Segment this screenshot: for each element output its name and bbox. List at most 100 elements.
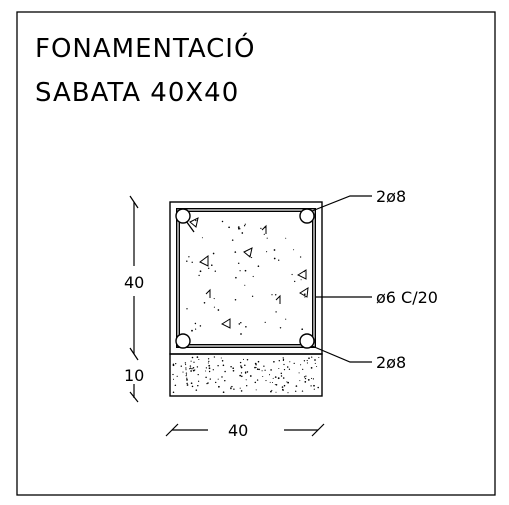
hatch-dot: [266, 237, 268, 239]
hatch-dot: [272, 377, 274, 379]
hatch-dot: [239, 270, 241, 272]
hatch-dot: [212, 252, 215, 255]
hatch-dot: [301, 328, 304, 331]
hatch-dot: [190, 370, 192, 372]
rebar-bottom-left: [175, 333, 191, 349]
hatch-dot: [294, 280, 296, 283]
hatch-dot: [308, 357, 310, 360]
hatch-dot: [282, 358, 285, 361]
hatch-dot: [299, 380, 301, 382]
hatch-dot: [213, 306, 215, 308]
hatch-dot: [285, 318, 287, 320]
hatch-dot: [318, 356, 320, 359]
hatch-dot: [217, 378, 219, 380]
hatch-dot: [175, 362, 177, 365]
stirrup-rebar-inner: [177, 209, 315, 347]
hatch-dot: [282, 388, 284, 391]
hatch-dot: [246, 385, 248, 387]
hatch-dot: [197, 384, 199, 387]
hatch-dot: [273, 360, 275, 363]
hatch-dot: [191, 368, 193, 370]
hatch-dot: [185, 369, 187, 371]
hatch-dot: [174, 384, 176, 387]
hatch-dot: [197, 373, 199, 376]
hatch-dot: [256, 379, 259, 381]
hatch-dot: [263, 233, 265, 235]
hatch-dot: [304, 377, 307, 380]
hatch-dot: [186, 260, 188, 262]
hatch-dot: [275, 311, 277, 313]
hatch-dot: [258, 368, 260, 371]
rebar-top-left: [175, 208, 191, 224]
hatch-dot: [264, 369, 266, 371]
hatch-dot: [237, 226, 240, 228]
hatch-dot: [207, 382, 209, 384]
hatch-dot: [232, 367, 235, 370]
hatch-dot: [193, 361, 195, 363]
hatch-dot: [268, 374, 271, 376]
hatch-dot: [304, 296, 306, 298]
hatch-dot: [195, 219, 197, 222]
hatch-dot: [298, 372, 300, 374]
hatch-dot: [282, 359, 285, 362]
hatch-dot: [240, 333, 242, 335]
hatch-dot: [194, 322, 197, 325]
hatch-dot: [278, 259, 280, 261]
hatch-dot: [310, 385, 312, 387]
hatch-dot: [244, 284, 246, 286]
hatch-dot: [194, 369, 196, 371]
base-dimension-label: 10: [124, 366, 144, 385]
hatch-dot: [257, 360, 260, 363]
hatch-dot: [191, 329, 193, 332]
drawing-title-line-1: FONAMENTACIÓ: [35, 34, 256, 64]
hatch-dot: [274, 376, 277, 378]
hatch-dot: [286, 381, 288, 383]
hatch-dot: [172, 391, 175, 393]
hatch-dot: [285, 237, 287, 239]
hatch-dot: [224, 370, 226, 373]
hatch-dot: [233, 388, 235, 390]
hatch-dot: [185, 364, 187, 366]
hatch-dot: [274, 384, 276, 386]
hatch-dot: [263, 365, 265, 367]
hatch-dot: [316, 365, 318, 368]
hatch-dot: [234, 251, 237, 253]
hatch-dot: [270, 369, 272, 371]
hatch-dot: [176, 375, 178, 377]
hatch-dot: [185, 375, 187, 377]
hatch-dot: [314, 362, 316, 364]
height-dimension-tick-top: [129, 195, 139, 209]
hatch-dot: [300, 279, 302, 281]
hatch-dot: [256, 368, 259, 371]
hatch-dot: [286, 366, 289, 368]
hatch-dot: [230, 386, 232, 388]
hatch-dot: [246, 371, 249, 373]
hatch-dot: [203, 302, 206, 304]
hatch-dot: [278, 360, 280, 362]
hatch-dot: [313, 388, 315, 390]
hatch-dot: [251, 257, 253, 259]
hatch-dot: [205, 376, 207, 379]
hatch-dot: [249, 375, 252, 377]
hatch-dot: [240, 390, 243, 392]
aggregate-triangles: [189, 217, 309, 329]
hatch-dot: [186, 377, 188, 379]
hatch-dot: [205, 370, 207, 372]
hatch-dot: [172, 364, 175, 367]
hatch-dot: [192, 366, 195, 369]
hatch-dot: [221, 360, 224, 362]
hatch-dot: [254, 366, 256, 369]
hatch-dot: [310, 377, 313, 379]
hatch-dot: [307, 379, 310, 381]
hatch-dot: [243, 225, 246, 227]
hatch-dot: [288, 368, 291, 370]
hatch-dot: [264, 321, 266, 323]
hatch-dot: [189, 365, 192, 367]
hatch-dot: [222, 391, 225, 394]
hatch-dot: [313, 384, 315, 387]
hatch-dot: [271, 381, 274, 384]
hatch-dot: [287, 381, 289, 384]
hatch-dot: [255, 366, 257, 369]
hatch-dot: [287, 392, 289, 394]
